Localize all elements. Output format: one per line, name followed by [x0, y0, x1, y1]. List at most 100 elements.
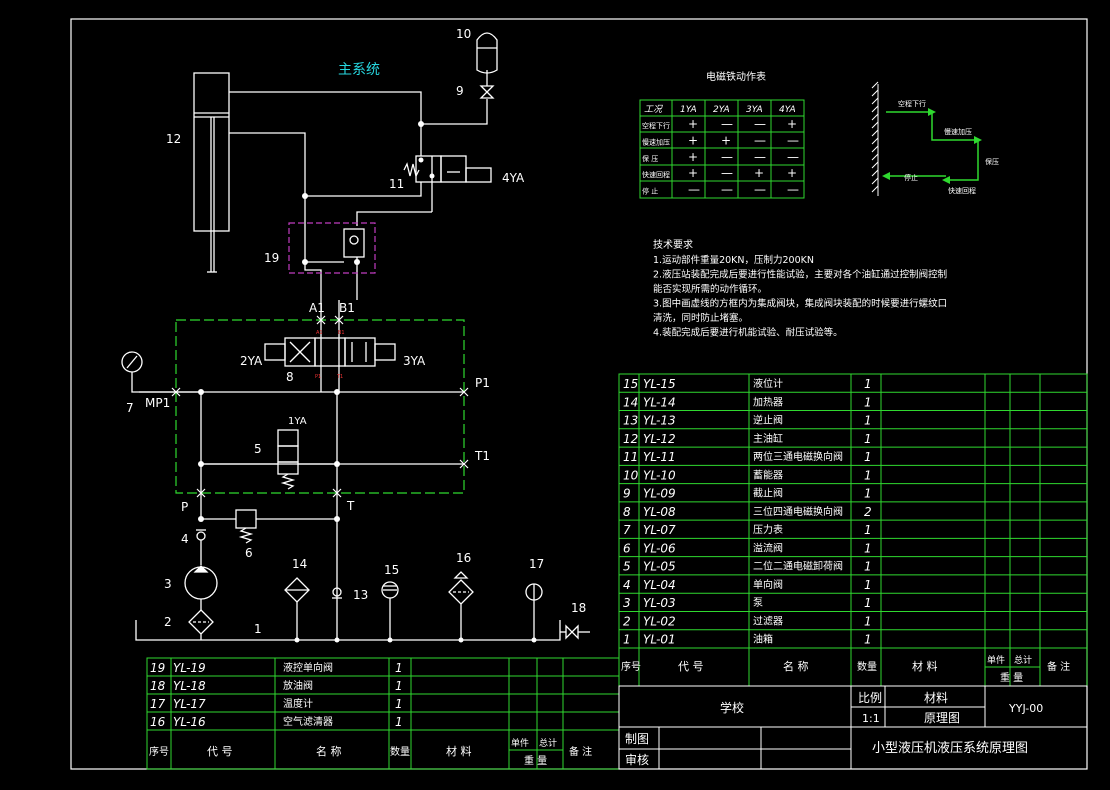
junction-dots — [198, 121, 537, 643]
tech-line: 清洗，同时防止堵塞。 — [653, 312, 748, 324]
bom-row-name: 空气滤清器 — [283, 715, 333, 728]
relief-valve — [235, 509, 257, 529]
bom-row-name: 油箱 — [753, 633, 773, 646]
bom-row-no: 16 — [150, 715, 166, 729]
oil-tank — [135, 620, 561, 641]
tech-line: 能否实现所需的动作循环。 — [653, 283, 767, 295]
bom-row-qty: 2 — [864, 505, 872, 519]
bom-row-qty: 1 — [864, 377, 872, 391]
bom-row-code: YL-14 — [643, 395, 676, 409]
bom-row-name: 二位二通电磁卸荷阀 — [753, 560, 843, 573]
label-16: 16 — [456, 551, 471, 565]
bom-row-qty: 1 — [864, 560, 872, 574]
label-t1: T1 — [474, 449, 490, 463]
bom-row-qty: 1 — [864, 633, 872, 647]
solenoid-state: — — [754, 150, 766, 164]
label-a1: A1 — [309, 301, 325, 315]
scale-value: 1:1 — [862, 712, 880, 725]
valve-5 — [277, 429, 299, 447]
bom-row-code: YL-03 — [643, 596, 676, 610]
svg-text:空程下行: 空程下行 — [898, 99, 926, 108]
bom-row-name: 液位计 — [753, 377, 783, 390]
bom-row-name: 过滤器 — [753, 614, 783, 627]
solenoid-state: — — [721, 150, 733, 164]
drain-valve — [565, 624, 579, 640]
label-4ya: 4YA — [502, 171, 525, 185]
solenoid-state: + — [688, 133, 698, 147]
svg-text:数量: 数量 — [390, 745, 410, 758]
solenoid-header: 工况 — [644, 104, 663, 115]
title-block: 学校 比例 1:1 材料 原理图 YYJ-00 制图 审核 小型液压机液压系统原… — [625, 691, 1043, 767]
bom-row-code: YL-05 — [643, 560, 676, 574]
bom-row-name: 加热器 — [753, 395, 783, 408]
label-3ya: 3YA — [403, 354, 426, 368]
label-1ya: 1YA — [288, 416, 307, 427]
scale-label: 比例 — [858, 691, 882, 705]
svg-text:名 称: 名 称 — [316, 744, 342, 758]
hydraulic-circuit — [121, 32, 590, 641]
bom-row-no: 1 — [623, 633, 631, 647]
bom-row-code: YL-07 — [643, 523, 676, 537]
bom-row-name: 逆止阀 — [753, 414, 783, 427]
solenoid-condition: 保 压 — [642, 154, 658, 163]
bom-row-qty: 1 — [395, 661, 403, 675]
label-19: 19 — [264, 251, 279, 265]
solenoid-condition: 停 止 — [642, 187, 658, 196]
solenoid-header: 3YA — [746, 105, 763, 115]
svg-text:序号: 序号 — [621, 660, 641, 673]
solenoid-condition: 快速回程 — [642, 170, 670, 179]
solenoid-header: 1YA — [680, 105, 697, 115]
title-block-grid — [618, 685, 1088, 770]
label-18: 18 — [571, 601, 586, 615]
label-7: 7 — [126, 401, 134, 415]
label-14: 14 — [292, 557, 307, 571]
bom-row-name: 单向阀 — [753, 578, 783, 591]
drawing-title: 小型液压机液压系统原理图 — [872, 741, 1028, 756]
bom-row-qty: 1 — [395, 715, 403, 729]
bom-row-no: 5 — [623, 560, 631, 574]
bom-row-no: 4 — [623, 578, 631, 592]
svg-text:慢速加压: 慢速加压 — [944, 127, 972, 136]
svg-text:快速回程: 快速回程 — [948, 186, 976, 195]
checked-label: 审核 — [625, 752, 649, 767]
bom-row-no: 2 — [623, 614, 631, 628]
bom-row-name: 放油阀 — [283, 679, 313, 692]
valve-block-19 — [288, 222, 376, 274]
bom-row-qty: 1 — [864, 414, 872, 428]
bom-row-code: YL-09 — [643, 487, 676, 501]
drawn-label: 制图 — [625, 732, 649, 746]
svg-text:名 称: 名 称 — [783, 659, 809, 673]
solenoid-condition: 空程下行 — [642, 121, 670, 130]
svg-text:T1: T1 — [336, 374, 343, 380]
bom-row-no: 3 — [623, 596, 631, 610]
tech-line: 1.运动部件重量20KN，压制力200KN — [653, 254, 814, 266]
bom-row-name: 压力表 — [753, 523, 783, 536]
bom-row-qty: 1 — [864, 395, 872, 409]
cycle-path — [886, 111, 979, 181]
bom-row-code: YL-10 — [643, 468, 676, 482]
school: 学校 — [720, 700, 744, 715]
bom-row-no: 15 — [623, 377, 638, 391]
cycle-arrows — [882, 108, 982, 184]
bom-row-code: YL-11 — [643, 450, 676, 464]
bom-row-no: 11 — [623, 450, 638, 464]
bom-row-qty: 1 — [864, 596, 872, 610]
bom-row-qty: 1 — [864, 487, 872, 501]
bom-row-no: 9 — [623, 487, 631, 501]
bom-row-qty: 1 — [864, 614, 872, 628]
label-1: 1 — [254, 622, 262, 636]
bom-row-code: YL-01 — [643, 633, 676, 647]
svg-text:总计: 总计 — [1014, 654, 1032, 666]
label-t: T — [346, 499, 355, 513]
svg-text:材 料: 材 料 — [912, 659, 938, 673]
bom-row-name: 液控单向阀 — [283, 661, 333, 674]
bom-row-code: YL-12 — [643, 432, 676, 446]
solenoid-table-title: 电磁铁动作表 — [706, 70, 766, 83]
solenoid-state: — — [688, 183, 700, 197]
bom-row-code: YL-04 — [643, 578, 676, 592]
bom-row-qty: 1 — [864, 578, 872, 592]
bom-row-code: YL-18 — [173, 679, 206, 693]
